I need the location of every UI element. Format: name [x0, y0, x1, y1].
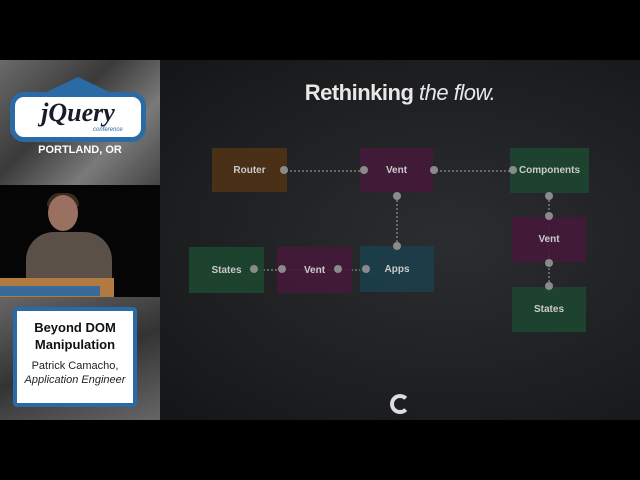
title-italic: the flow. [419, 80, 496, 105]
port-dot [362, 265, 370, 273]
location: PORTLAND, OR [38, 144, 122, 156]
port-dot [545, 192, 553, 200]
title-bold: Rethinking [304, 80, 414, 105]
logo-text: jQuery [41, 98, 115, 127]
port-dot [393, 192, 401, 200]
node-components: Components [510, 148, 589, 193]
speaker-name: Patrick Camacho, [31, 360, 119, 372]
port-dot [545, 259, 553, 267]
port-dot [250, 265, 258, 273]
company-logo-icon [390, 394, 410, 414]
port-dot [393, 242, 401, 250]
talk-card: Beyond DOM Manipulation Patrick Camacho,… [13, 307, 137, 407]
port-dot [278, 265, 286, 273]
logo-subtitle: conference [93, 127, 123, 133]
connector [396, 196, 398, 246]
node-apps: Apps [360, 246, 434, 292]
connector [283, 170, 363, 172]
node-router: Router [212, 148, 287, 192]
port-dot [430, 166, 438, 174]
port-dot [509, 166, 517, 174]
talk-title: Beyond DOM Manipulation [34, 320, 116, 352]
jquery-logo: jQuery conference [10, 92, 146, 142]
port-dot [280, 166, 288, 174]
conference-logo-area: jQuery conference PORTLAND, OR [0, 60, 160, 185]
speaker-role: Application Engineer [24, 374, 126, 386]
node-vent: Vent [360, 148, 433, 192]
connector [433, 170, 513, 172]
node-vent: Vent [512, 217, 586, 262]
port-dot [545, 282, 553, 290]
port-dot [360, 166, 368, 174]
conference-sidebar: jQuery conference PORTLAND, OR Beyond DO… [0, 60, 160, 420]
port-dot [545, 212, 553, 220]
laptop [0, 286, 100, 296]
port-dot [334, 265, 342, 273]
speaker-head [48, 195, 78, 231]
node-states: States [512, 287, 586, 332]
slide-title: Rethinking the flow. [160, 80, 640, 106]
mountain-icon [40, 77, 116, 95]
